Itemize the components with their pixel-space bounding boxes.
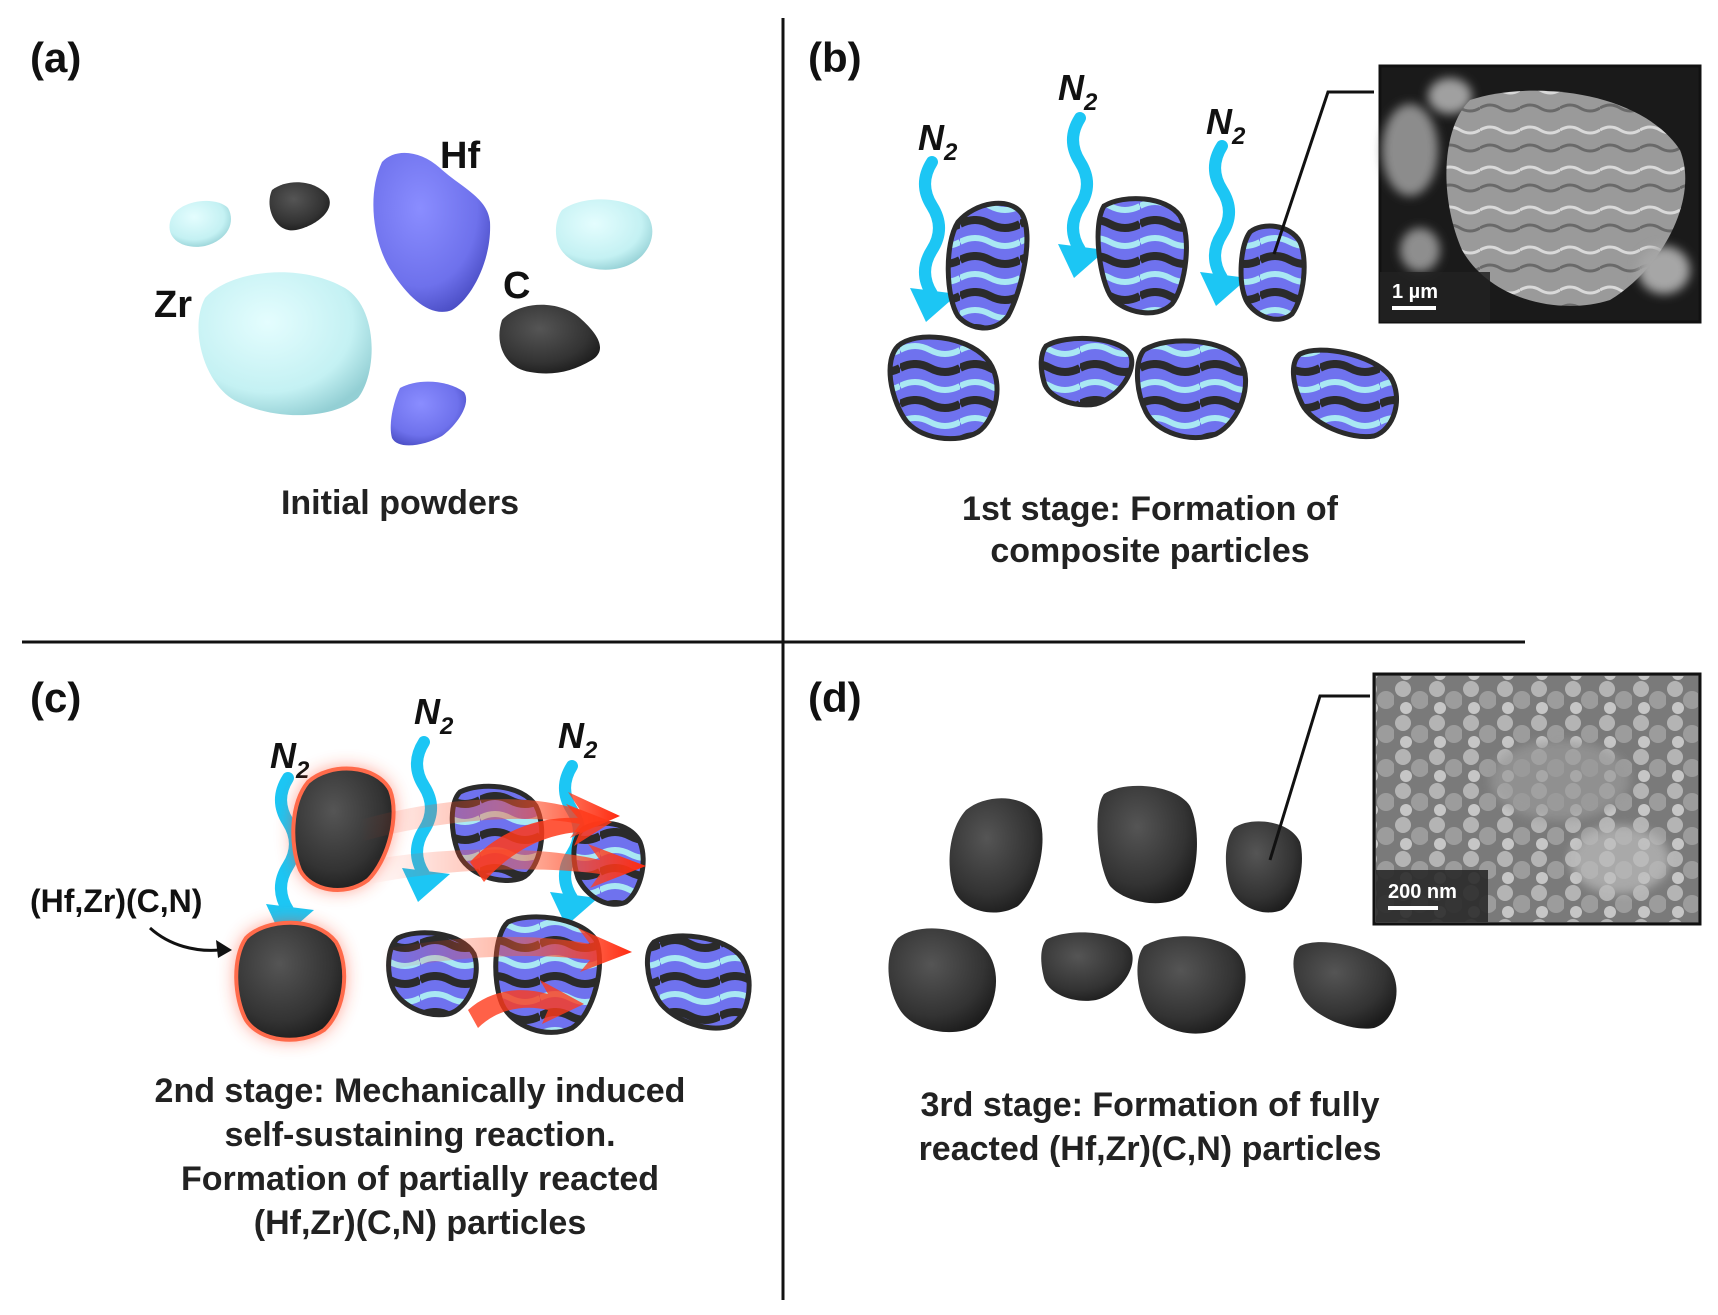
panel-a: (a) Hf Zr C Initial powders bbox=[30, 34, 653, 522]
hf-particle-small bbox=[390, 381, 467, 446]
c-particle-small bbox=[269, 182, 330, 231]
reacted-particle bbox=[1097, 785, 1197, 904]
panel-d: (d) 200 nm 3rd stage: Formation of fully… bbox=[808, 672, 1702, 1168]
panel-c-caption-line2: self-sustaining reaction. bbox=[224, 1116, 615, 1154]
hf-particle-large bbox=[373, 152, 491, 312]
composite-particle bbox=[1238, 223, 1307, 322]
n2-label: N2 bbox=[1058, 67, 1098, 116]
panel-d-caption-line1: 3rd stage: Formation of fully bbox=[920, 1086, 1379, 1124]
reacted-particle bbox=[1293, 942, 1397, 1029]
zr-label: Zr bbox=[154, 284, 192, 326]
panel-c: (c) N2 N2 N2 (Hf,Zr)(C,N) 2nd st bbox=[30, 674, 752, 1242]
n2-label: N2 bbox=[558, 715, 598, 764]
panel-b-caption-line2: composite particles bbox=[990, 532, 1309, 570]
sem-image-inset: 1 µm bbox=[1378, 64, 1702, 324]
zr-particle-small bbox=[169, 200, 232, 247]
panel-d-label: (d) bbox=[808, 674, 862, 721]
reacted-particle bbox=[1137, 936, 1246, 1034]
zr-particle-right bbox=[555, 199, 653, 270]
panel-c-caption-line1: 2nd stage: Mechanically induced bbox=[155, 1072, 686, 1110]
panel-c-caption-line4: (Hf,Zr)(C,N) particles bbox=[254, 1204, 586, 1242]
panel-a-label: (a) bbox=[30, 34, 81, 81]
n2-label: N2 bbox=[270, 735, 310, 784]
reacted-particle bbox=[234, 920, 347, 1042]
product-label: (Hf,Zr)(C,N) bbox=[30, 883, 202, 919]
composite-particle bbox=[1038, 335, 1135, 408]
panel-b: (b) N2 N2 N2 1 µm 1st stage: Fo bbox=[808, 34, 1702, 570]
reacted-particle bbox=[291, 766, 396, 893]
panel-a-caption: Initial powders bbox=[281, 484, 519, 522]
sem-callout-line bbox=[1268, 694, 1370, 861]
composite-particle bbox=[1134, 338, 1249, 440]
reacted-particle bbox=[1041, 932, 1133, 1001]
n2-label: N2 bbox=[918, 117, 958, 166]
reaction-front bbox=[360, 792, 646, 1028]
zr-particle-large bbox=[198, 272, 372, 416]
composite-particle bbox=[1291, 347, 1400, 440]
panel-b-label: (b) bbox=[808, 34, 862, 81]
scale-bar-label: 1 µm bbox=[1392, 281, 1438, 303]
sem-image-inset: 200 nm bbox=[1372, 672, 1702, 926]
panel-c-caption-line3: Formation of partially reacted bbox=[181, 1160, 659, 1198]
scale-bar-label: 200 nm bbox=[1388, 881, 1457, 903]
n2-label: N2 bbox=[414, 691, 454, 740]
panel-c-label: (c) bbox=[30, 674, 81, 721]
n2-label: N2 bbox=[1206, 101, 1246, 150]
reacted-particle bbox=[949, 798, 1043, 913]
product-pointer-arrow bbox=[148, 926, 221, 952]
composite-particle bbox=[945, 200, 1030, 331]
reacted-particle bbox=[1225, 821, 1302, 913]
composite-particle bbox=[645, 933, 752, 1031]
c-particle-large bbox=[499, 304, 601, 374]
composite-particle bbox=[887, 334, 1000, 442]
composite-particle bbox=[1095, 196, 1189, 316]
c-label: C bbox=[503, 265, 530, 307]
panel-b-caption-line1: 1st stage: Formation of bbox=[962, 490, 1339, 528]
hf-label: Hf bbox=[440, 135, 480, 177]
reacted-particle bbox=[888, 928, 997, 1033]
panel-d-caption-line2: reacted (Hf,Zr)(C,N) particles bbox=[919, 1130, 1382, 1168]
sem-callout-line bbox=[1272, 90, 1374, 255]
